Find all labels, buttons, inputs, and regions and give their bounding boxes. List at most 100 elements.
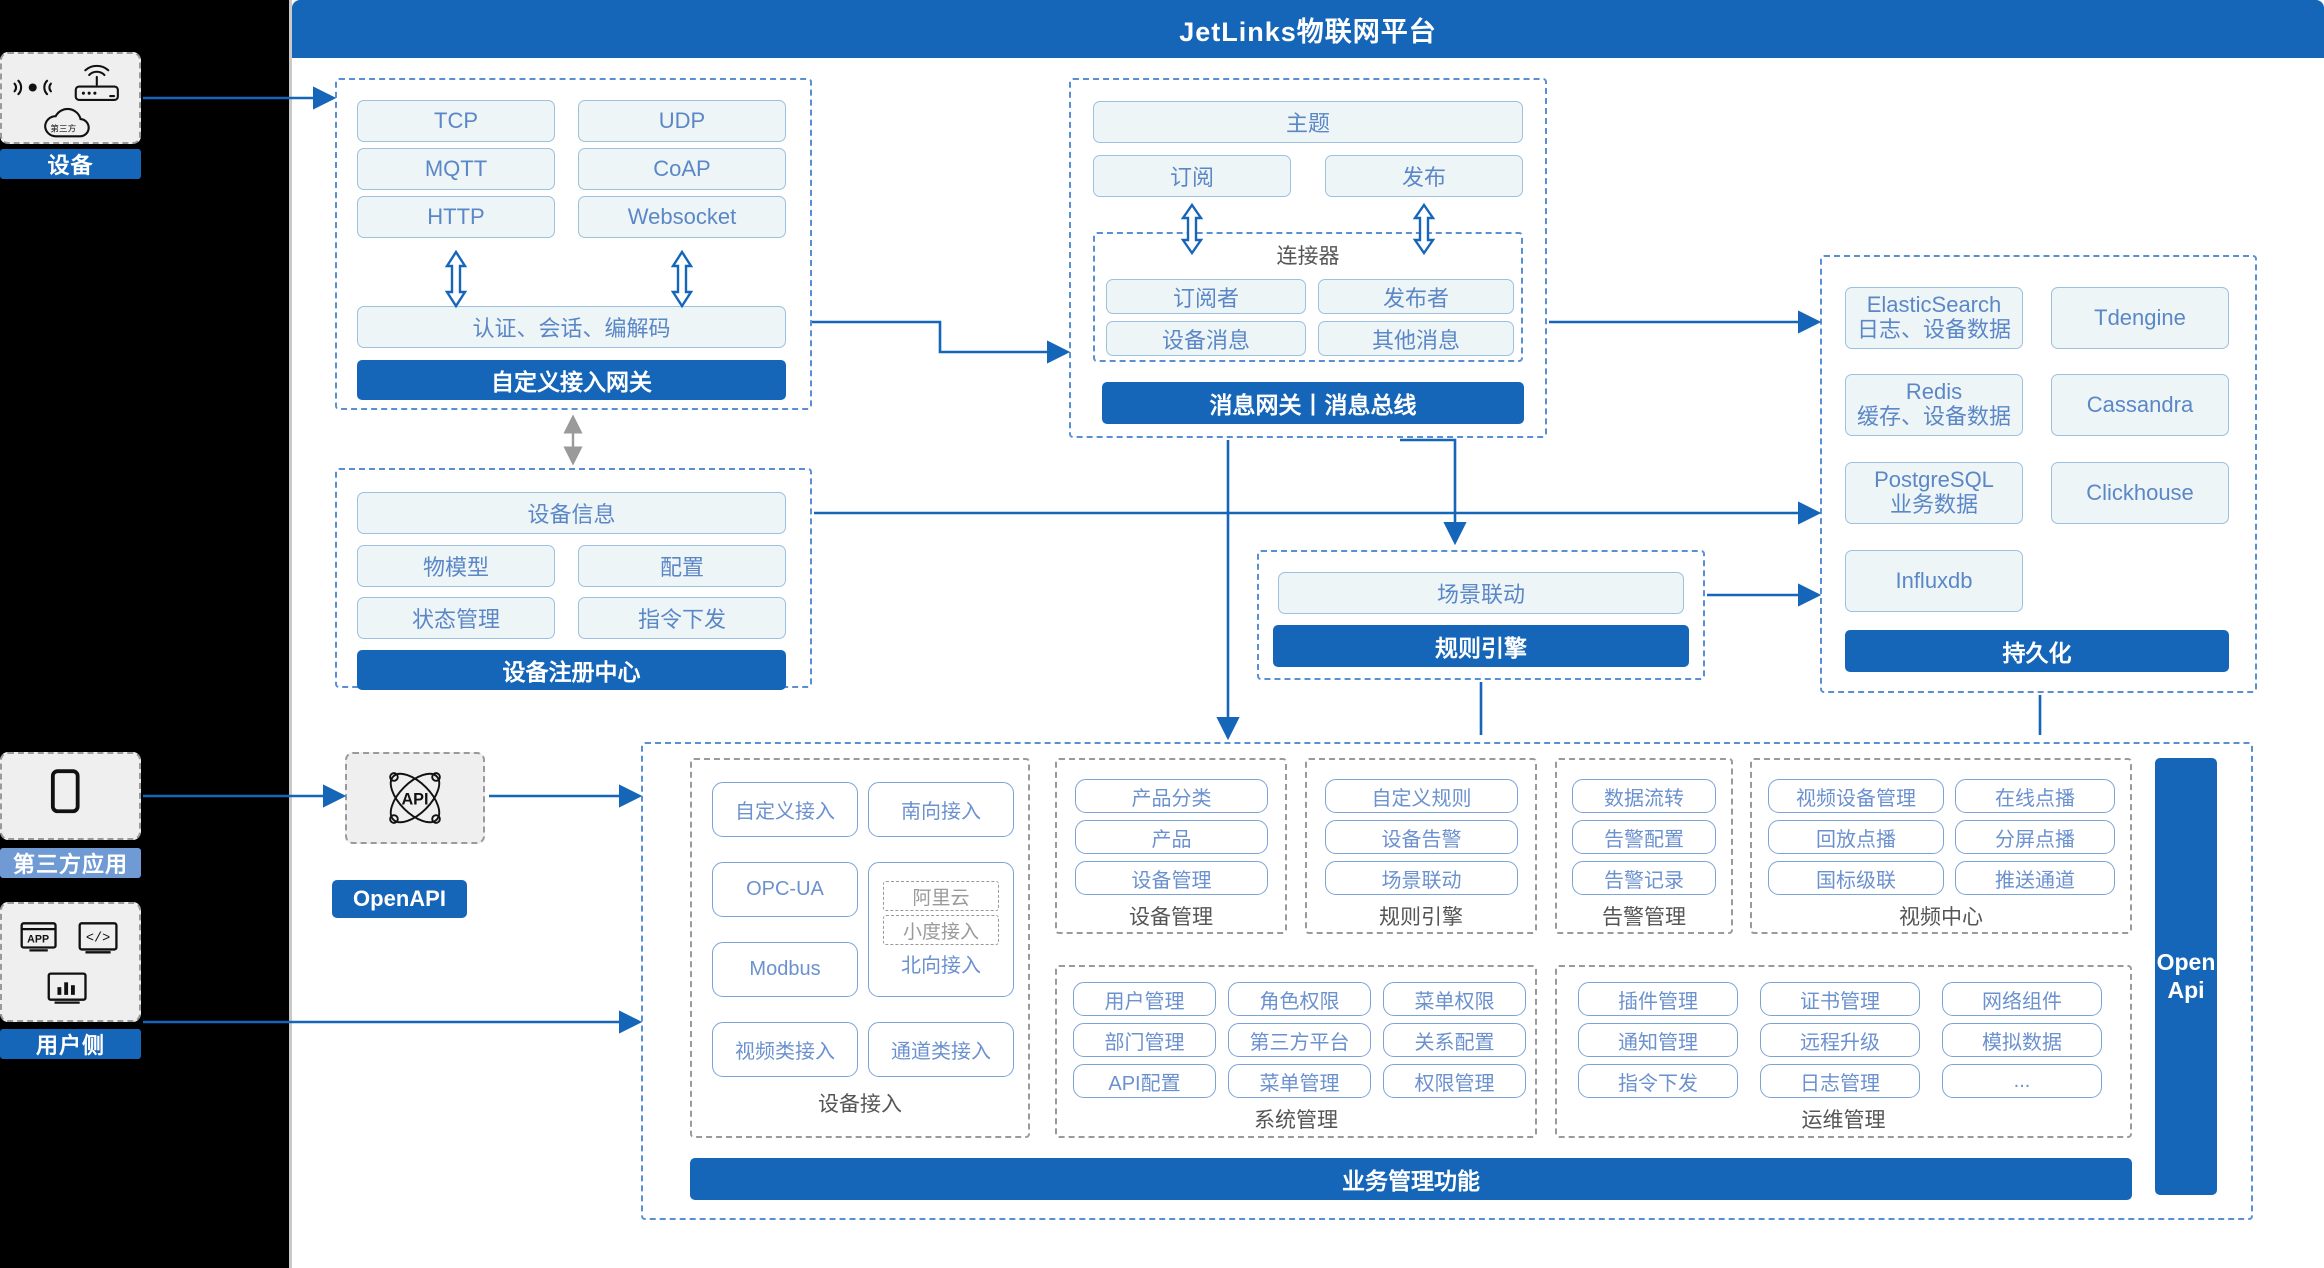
access-xiaodu[interactable]: 小度接入 [883,915,999,945]
vc-video-device-management[interactable]: 视频设备管理 [1768,779,1944,813]
message-bus-title: 消息网关丨消息总线 [1102,382,1524,424]
am-alarm-record[interactable]: 告警记录 [1572,861,1716,895]
group-persistence [1820,255,2257,693]
label-rule-engine-col: 规则引擎 [1379,906,1463,929]
access-northbound-label: 北向接入 [901,955,981,977]
group-message-bus [1069,78,1547,438]
left-actor-rail [0,0,292,1268]
access-northbound-box[interactable]: 阿里云 小度接入 北向接入 [868,862,1014,997]
sm-menu-permission[interactable]: 菜单权限 [1383,982,1526,1016]
re-device-alarm[interactable]: 设备告警 [1325,820,1518,854]
store-elasticsearch-name: ElasticSearch [1866,292,2002,318]
om-notification-management[interactable]: 通知管理 [1578,1023,1738,1057]
registry-state-management[interactable]: 状态管理 [357,597,555,639]
access-modbus[interactable]: Modbus [712,942,858,997]
dm-product-category[interactable]: 产品分类 [1075,779,1268,813]
svg-text:APP: APP [27,934,49,946]
label-ops-management: 运维管理 [1801,1109,1886,1132]
registry-command-dispatch[interactable]: 指令下发 [578,597,786,639]
group-rule-engine [1257,550,1705,680]
badge-device: 设备 [0,149,141,179]
om-certificate-management[interactable]: 证书管理 [1760,982,1920,1016]
om-log-management[interactable]: 日志管理 [1760,1064,1920,1098]
group-device-management [1055,758,1287,934]
page-title: JetLinks物联网平台 [292,0,2324,58]
gateway-codec[interactable]: 认证、会话、编解码 [357,306,786,348]
protocol-tcp[interactable]: TCP [357,100,555,142]
api-atom-icon: API [389,772,441,824]
connector-subscriber[interactable]: 订阅者 [1106,279,1306,314]
rule-scene-linkage[interactable]: 场景联动 [1278,572,1684,614]
openapi-node-box: API [345,752,485,844]
store-influxdb[interactable]: Influxdb [1845,550,2023,612]
registry-config[interactable]: 配置 [578,545,786,587]
sm-menu-management[interactable]: 菜单管理 [1228,1064,1371,1098]
group-ops-management [1555,965,2132,1138]
sm-user-management[interactable]: 用户管理 [1073,982,1216,1016]
sm-api-config[interactable]: API配置 [1073,1064,1216,1098]
connector-publisher[interactable]: 发布者 [1318,279,1514,314]
badge-third-party-app: 第三方应用 [0,848,141,878]
store-postgresql-sub: 业务数据 [1889,492,1978,517]
sm-third-party-platform[interactable]: 第三方平台 [1228,1023,1371,1057]
svg-text:API: API [401,791,428,809]
sm-permission-management[interactable]: 权限管理 [1383,1064,1526,1098]
rail-divider [289,0,292,1268]
device-registry-title: 设备注册中心 [357,650,786,690]
vc-playback[interactable]: 回放点播 [1768,820,1944,854]
om-more[interactable]: ... [1942,1064,2102,1098]
access-southbound[interactable]: 南向接入 [868,782,1014,837]
access-channel[interactable]: 通道类接入 [868,1022,1014,1077]
bus-subscribe[interactable]: 订阅 [1093,155,1291,197]
badge-user-side: 用户侧 [0,1029,141,1059]
group-alarm-management [1555,758,1733,934]
access-custom[interactable]: 自定义接入 [712,782,858,837]
protocol-mqtt[interactable]: MQTT [357,148,555,190]
protocol-coap[interactable]: CoAP [578,148,786,190]
vc-gb-cascade[interactable]: 国标级联 [1768,861,1944,895]
store-elasticsearch[interactable]: ElasticSearch 日志、设备数据 [1845,287,2023,349]
openapi-vertical-bar: Open Api [2155,758,2217,1195]
access-video[interactable]: 视频类接入 [712,1022,858,1077]
store-clickhouse[interactable]: Clickhouse [2051,462,2229,524]
bus-publish[interactable]: 发布 [1325,155,1523,197]
om-remote-upgrade[interactable]: 远程升级 [1760,1023,1920,1057]
sm-department-management[interactable]: 部门管理 [1073,1023,1216,1057]
re-scene-linkage[interactable]: 场景联动 [1325,861,1518,895]
connector-device-message[interactable]: 设备消息 [1106,321,1306,356]
am-alarm-config[interactable]: 告警配置 [1572,820,1716,854]
openapi-bar-line2: Api [2167,976,2205,1003]
re-custom-rule[interactable]: 自定义规则 [1325,779,1518,813]
access-aliyun[interactable]: 阿里云 [883,881,999,911]
vc-split-screen[interactable]: 分屏点播 [1955,820,2115,854]
vc-live-stream[interactable]: 在线点播 [1955,779,2115,813]
connector-other-message[interactable]: 其他消息 [1318,321,1514,356]
gateway-title: 自定义接入网关 [357,360,786,400]
protocol-websocket[interactable]: Websocket [578,196,786,238]
registry-thing-model[interactable]: 物模型 [357,545,555,587]
cloud-third-party-label: 第三方 [50,122,76,133]
om-plugin-management[interactable]: 插件管理 [1578,982,1738,1016]
dm-product[interactable]: 产品 [1075,820,1268,854]
bus-topic[interactable]: 主题 [1093,101,1523,143]
store-tdengine[interactable]: Tdengine [2051,287,2229,349]
om-command-dispatch[interactable]: 指令下发 [1578,1064,1738,1098]
store-elasticsearch-sub: 日志、设备数据 [1856,317,2011,342]
store-redis[interactable]: Redis 缓存、设备数据 [1845,374,2023,436]
om-simulated-data[interactable]: 模拟数据 [1942,1023,2102,1057]
dm-device-management[interactable]: 设备管理 [1075,861,1268,895]
store-postgresql[interactable]: PostgreSQL 业务数据 [1845,462,2023,524]
sm-role-permission[interactable]: 角色权限 [1228,982,1371,1016]
protocol-udp[interactable]: UDP [578,100,786,142]
store-cassandra[interactable]: Cassandra [2051,374,2229,436]
access-opc-ua[interactable]: OPC-UA [712,862,858,917]
group-rule-engine-col [1305,758,1537,934]
sm-relation-config[interactable]: 关系配置 [1383,1023,1526,1057]
om-network-component[interactable]: 网络组件 [1942,982,2102,1016]
am-data-flow[interactable]: 数据流转 [1572,779,1716,813]
registry-device-info[interactable]: 设备信息 [357,492,786,534]
vc-push-channel[interactable]: 推送通道 [1955,861,2115,895]
protocol-http[interactable]: HTTP [357,196,555,238]
actor-device-box: 第三方 [0,52,141,144]
